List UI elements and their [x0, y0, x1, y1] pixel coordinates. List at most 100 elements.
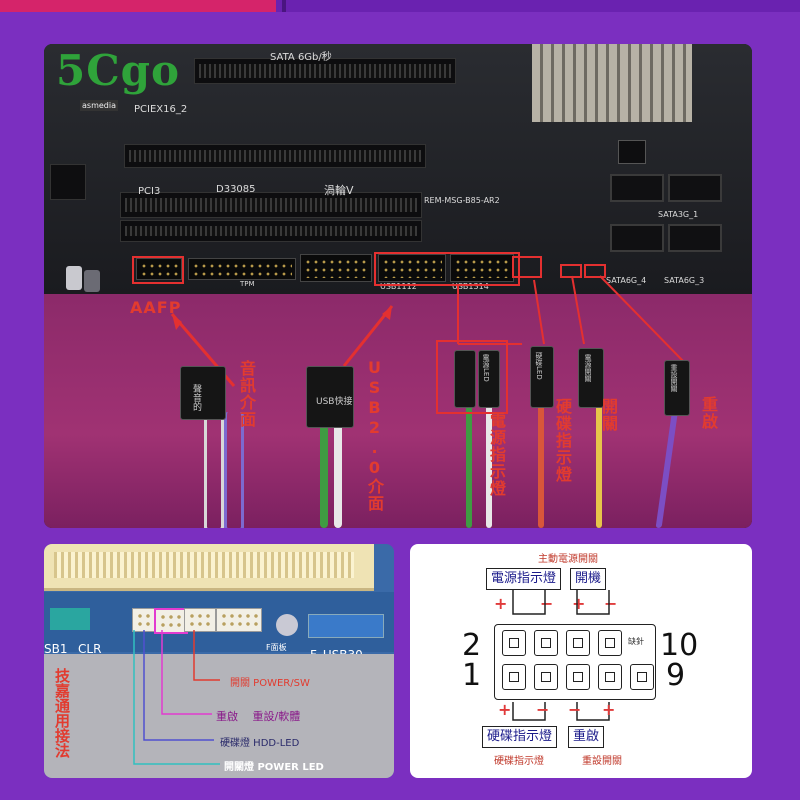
sata-port — [610, 224, 664, 252]
callout-power-sw: 開關 POWER/SW — [230, 678, 310, 689]
silk-pciex: PCIEX16_2 — [134, 104, 188, 115]
silk-sata-label: SATA 6Gb/秒 — [270, 52, 332, 63]
header-block — [216, 608, 262, 632]
sign-minus: − — [536, 700, 550, 719]
highlight-aafp — [132, 256, 184, 284]
sign-plus: + — [602, 700, 616, 719]
hdd-led-wire — [538, 400, 544, 528]
usb-wire — [334, 424, 342, 528]
sata-port — [668, 224, 722, 252]
sign-minus: − — [568, 700, 582, 719]
watermark-logo: 5Cgo — [56, 46, 181, 95]
tpm-header — [188, 258, 296, 280]
audio-wire — [204, 412, 224, 528]
chip — [50, 164, 86, 200]
highlight-usb — [374, 252, 520, 286]
capacitor — [66, 266, 82, 290]
power-led-wire — [486, 400, 492, 528]
callout-lines — [133, 630, 220, 765]
pin — [502, 630, 526, 656]
power-sw-connector — [578, 348, 604, 408]
hdd-led-sticker: 硬碟LED — [535, 352, 543, 380]
header-block — [184, 608, 216, 632]
power-led-sticker: 電源LED — [482, 354, 490, 382]
capacitor — [84, 270, 100, 292]
reset-sw-sticker: 重設開關 — [670, 364, 678, 392]
silk-clr: CLR — [78, 642, 102, 656]
motherboard-area: SATA 6Gb/秒 PCIEX16_2 PCI3 D33085 渦輪V REM… — [44, 44, 752, 294]
pcie-slot-top — [194, 58, 456, 84]
power-led-connector-b — [478, 350, 500, 408]
pin-header-outline — [494, 624, 656, 700]
front-panel-pin-diagram: 主動電源開關 電源指示燈 開機 + − + − 2 1 10 9 缺針 + − … — [410, 544, 752, 778]
pin-number-1: 1 — [462, 658, 482, 693]
reset-sw-connector — [664, 360, 690, 416]
callout-hdd-led: 硬碟燈 HDD-LED — [220, 738, 300, 749]
silk-model-code: REM-MSG-B85-AR2 — [424, 196, 500, 205]
silk-sb1: SB1 — [44, 642, 68, 656]
power-led-label: 電源指示燈 — [487, 412, 506, 497]
highlight-power-led — [512, 256, 542, 278]
usb-connector — [306, 366, 354, 428]
highlight-power-sw — [560, 264, 582, 278]
sign-minus: − — [604, 594, 618, 613]
pin — [502, 664, 526, 690]
audio-wire — [224, 412, 244, 528]
silk-usb1314: USB1314 — [452, 282, 489, 291]
hdd-led-connector — [530, 346, 554, 408]
callout-reset: 重啟 重設/軟體 — [216, 710, 301, 723]
pin — [630, 664, 654, 690]
restart-label: 重啟 — [699, 396, 718, 430]
pci-slot — [44, 544, 374, 591]
pcie-slot-2 — [124, 144, 426, 168]
highlight-power-led-connector — [436, 340, 508, 414]
silk-f-panel: F面板 — [266, 643, 287, 652]
sata-port — [610, 174, 664, 202]
aafp-label: AAFP — [130, 298, 182, 317]
diagram-brackets — [512, 590, 610, 721]
silk-pci3: PCI3 — [138, 186, 161, 197]
cloth-area — [44, 654, 394, 778]
sign-minus: − — [540, 594, 554, 613]
chip-small — [618, 140, 646, 164]
silk-turbo: 渦輪V — [324, 184, 354, 197]
pin — [566, 664, 590, 690]
top-bar-rest — [282, 0, 800, 12]
sign-plus: + — [494, 594, 508, 613]
usb2-label: USB2.0介面 — [365, 358, 384, 512]
power-led-connector-a — [454, 350, 476, 408]
pin — [534, 630, 558, 656]
audio-connector — [180, 366, 226, 420]
pcie-slot-3 — [120, 192, 422, 218]
diagram-bottom-caption-right: 重設開關 — [582, 756, 622, 767]
aafp-header — [136, 258, 182, 280]
pin-number-2: 2 — [462, 628, 482, 663]
switch-label: 開關 — [599, 398, 618, 432]
audio-label: 音訊介面 — [237, 360, 256, 428]
box-power-sw: 開機 — [570, 568, 607, 590]
hdd-led-label: 硬碟指示燈 — [553, 398, 572, 483]
silk-pci-code: D33085 — [216, 184, 256, 195]
cloth-background — [44, 294, 752, 528]
sata-port — [668, 174, 722, 202]
silk-sata6g3: SATA6G_3 — [664, 276, 705, 285]
diagram-top-caption: 主動電源開關 — [538, 554, 598, 565]
heatsink — [532, 44, 692, 122]
usb30-header — [308, 614, 384, 638]
gigabyte-board-photo: SB1 CLR F面板 F_USB30 技嘉通用接法 開關 POWER/SW 重… — [44, 544, 394, 778]
highlight-reset-sw — [584, 264, 606, 278]
silk-sata6g4: SATA6G_4 — [606, 276, 647, 285]
diagram-bottom-caption-left: 硬碟指示燈 — [494, 756, 544, 767]
pin — [534, 664, 558, 690]
usb-header-cyan — [50, 608, 90, 630]
usb1112-header — [378, 254, 446, 282]
silk-sata3g1: SATA3G_1 — [658, 210, 699, 219]
pin-number-10: 10 — [660, 628, 699, 663]
pin — [598, 630, 622, 656]
capacitor — [276, 614, 298, 636]
pin — [566, 630, 590, 656]
usb-sticker: USB快接 — [316, 397, 353, 407]
pcie-slot-4 — [120, 220, 422, 242]
sign-plus: + — [572, 594, 586, 613]
power-led-wire — [466, 400, 472, 528]
